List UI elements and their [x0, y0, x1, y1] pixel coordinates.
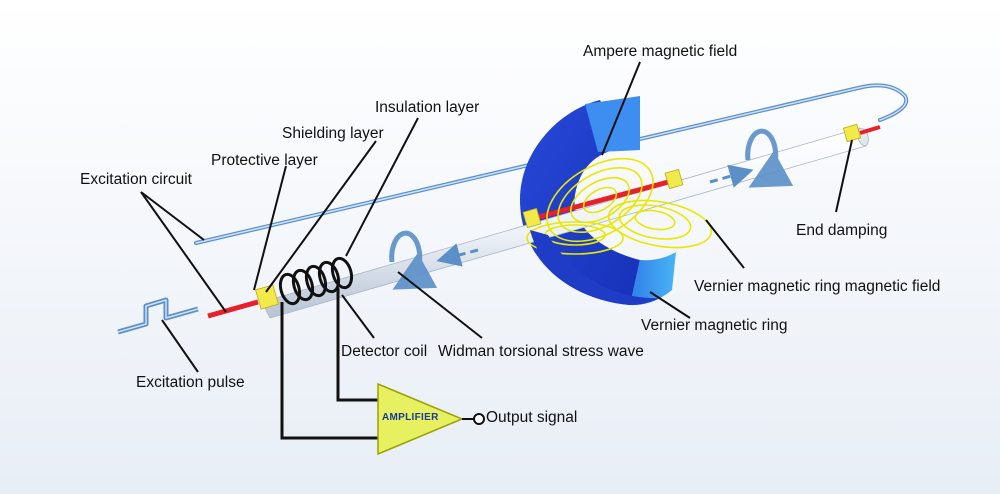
wave-direction-left [436, 243, 479, 267]
mid-band-left [522, 207, 542, 229]
vernier-magnetic-ring-front [530, 230, 676, 306]
label-end-damping: End damping [796, 222, 888, 239]
detector-coil [278, 256, 354, 306]
output-terminal [473, 413, 485, 425]
inner-wire-end [859, 125, 881, 135]
label-shielding-layer: Shielding layer [282, 125, 384, 142]
protective-band [255, 284, 279, 310]
label-vernier-ring-field: Vernier magnetic ring magnetic field [694, 278, 941, 295]
torsion-arrow-left [389, 230, 438, 290]
wave-direction-right [709, 164, 754, 188]
amplifier [377, 382, 485, 456]
torsion-arrow-right [745, 128, 794, 188]
leader-lines [140, 61, 853, 373]
label-vernier-ring: Vernier magnetic ring [641, 317, 788, 334]
coil-lead-1 [280, 302, 385, 440]
end-band [842, 123, 862, 143]
excitation-pulse-waveform [117, 297, 199, 335]
label-excitation-pulse: Excitation pulse [136, 374, 245, 391]
mid-band-right [664, 168, 684, 190]
label-amplifier: AMPLIFIER [382, 412, 439, 423]
inner-wire-left [207, 299, 259, 319]
label-detector-coil: Detector coil [341, 343, 428, 360]
coil-lead-2 [336, 288, 385, 402]
label-excitation-circuit: Excitation circuit [80, 171, 192, 188]
label-output-signal: Output signal [486, 409, 578, 426]
label-insulation-layer: Insulation layer [375, 99, 480, 116]
magnetic-field-lines [526, 157, 713, 255]
label-widman-wave: Widman torsional stress wave [438, 343, 644, 360]
label-protective-layer: Protective layer [211, 152, 318, 169]
label-ampere-magnetic-field: Ampere magnetic field [583, 43, 738, 60]
